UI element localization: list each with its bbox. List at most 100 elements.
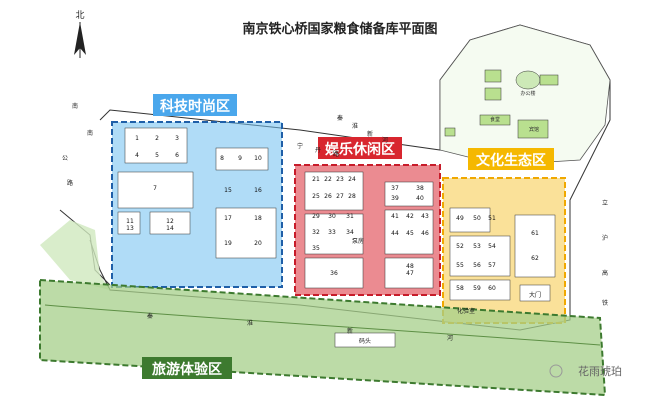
warehouse-number: 39: [391, 195, 399, 202]
warehouse-number: 25: [312, 193, 320, 200]
warehouse-number: 23: [336, 176, 344, 183]
warehouse-number: 22: [324, 176, 332, 183]
road-label: 沪: [602, 234, 608, 242]
road-label: 河: [447, 334, 453, 342]
warehouse-number: 2: [155, 135, 159, 142]
warehouse-number: 38: [416, 185, 424, 192]
canteen-label: 食堂: [490, 116, 500, 123]
zone-culture-label-bg: [468, 148, 554, 170]
warehouse-number: 61: [531, 230, 539, 237]
watermark-text: 花雨琥珀: [578, 364, 622, 378]
warehouse-number: 28: [348, 193, 356, 200]
warehouse-number: 3: [175, 135, 179, 142]
warehouse-number: 26: [324, 193, 332, 200]
zone-culture-label: 文化生态区: [476, 152, 546, 169]
warehouse-number: 41: [391, 213, 399, 220]
road-label: 高: [602, 269, 608, 277]
warehouse-number: 15: [224, 187, 232, 194]
road-label: 淮: [352, 122, 358, 130]
warehouse-number: 20: [254, 240, 262, 247]
warehouse-number: 16: [254, 187, 262, 194]
dock-label: 码头: [359, 337, 371, 345]
warehouse-number: 34: [346, 229, 354, 236]
warehouse-number: 30: [328, 213, 336, 220]
zone-entertain-label-bg: [318, 137, 402, 159]
north-arrow-icon: 北: [74, 10, 86, 58]
road-label: 新: [347, 327, 353, 335]
warehouse-number: 10: [254, 155, 262, 162]
zone-tech-label: 科技时尚区: [160, 98, 230, 115]
road-label: 立: [602, 199, 608, 207]
warehouse-number: 48: [406, 263, 414, 270]
road-label: 秦: [147, 312, 153, 320]
road-label: 南: [72, 102, 78, 110]
map-title: 南京铁心桥国家粮食储备库平面图: [242, 21, 437, 37]
road-label: 丹: [315, 147, 321, 154]
gate-label: 大门: [529, 291, 541, 299]
warehouse-number: 54: [488, 243, 496, 250]
road-label: 铁: [602, 299, 608, 307]
hotel-label: 宾馆: [529, 126, 539, 133]
warehouse-number: 43: [421, 213, 429, 220]
warehouse-number: 58: [456, 285, 464, 292]
warehouse-number: 24: [348, 176, 356, 183]
hill-area: 办公楼 宾馆 食堂: [439, 24, 611, 166]
warehouse-number: 31: [346, 213, 354, 220]
warehouse-number: 60: [488, 285, 496, 292]
zone-travel-label: 旅游体验区: [152, 361, 222, 378]
north-label: 北: [75, 10, 84, 21]
zone-entertain-label: 娱乐休闲区: [325, 141, 395, 158]
warehouse-number: 32: [312, 229, 320, 236]
warehouse-number: 6: [175, 152, 179, 159]
pumphouse-label: 泵房: [352, 237, 364, 245]
zone-culture: [442, 177, 566, 324]
watermark: 花雨琥珀: [549, 364, 622, 378]
warehouse-number: 14: [166, 225, 174, 232]
zone-tech: [111, 121, 283, 288]
warehouse-number: 59: [473, 285, 481, 292]
warehouse-number: 55: [456, 262, 464, 269]
road-label: 路: [67, 179, 73, 187]
road-label: 秦: [337, 114, 343, 122]
warehouse-number: 40: [416, 195, 424, 202]
zone-entertainment: [294, 164, 441, 296]
office-label: 办公楼: [520, 90, 535, 97]
warehouse-number: 27: [336, 193, 344, 200]
warehouse-number: 46: [421, 230, 429, 237]
warehouse-number: 53: [473, 243, 481, 250]
warehouse-number: 29: [312, 213, 320, 220]
warehouse-number: 18: [254, 215, 262, 222]
warehouse-number: 44: [391, 230, 399, 237]
road-label: 南: [87, 129, 93, 137]
road-label: 淮: [247, 319, 253, 327]
warehouse-number: 35: [312, 245, 320, 252]
warehouse-number: 8: [220, 155, 224, 162]
warehouse-number: 42: [406, 213, 414, 220]
warehouse-number: 21: [312, 176, 320, 183]
road-label: 路: [333, 150, 339, 158]
warehouse-number: 11: [126, 218, 134, 225]
warehouse-number: 9: [238, 155, 242, 162]
warehouse-number: 50: [473, 215, 481, 222]
warehouse-number: 19: [224, 240, 232, 247]
warehouse-number: 62: [531, 255, 539, 262]
warehouse-number: 49: [456, 215, 464, 222]
warehouse-number: 33: [328, 229, 336, 236]
warehouse-number: 13: [126, 225, 134, 232]
warehouse-number: 47: [406, 270, 414, 277]
warehouse-number: 52: [456, 243, 464, 250]
warehouse-number: 4: [135, 152, 139, 159]
left-green-strip: [40, 220, 110, 290]
road-label: 公: [62, 155, 68, 162]
warehouse-number: 45: [406, 230, 414, 237]
warehouse-number: 12: [166, 218, 174, 225]
warehouse-number: 36: [330, 270, 338, 277]
zone-travel-label-bg: [142, 357, 232, 379]
warehouse-number: 56: [473, 262, 481, 269]
warehouse-number: 1: [135, 135, 139, 142]
road-label: 宁: [297, 142, 303, 150]
